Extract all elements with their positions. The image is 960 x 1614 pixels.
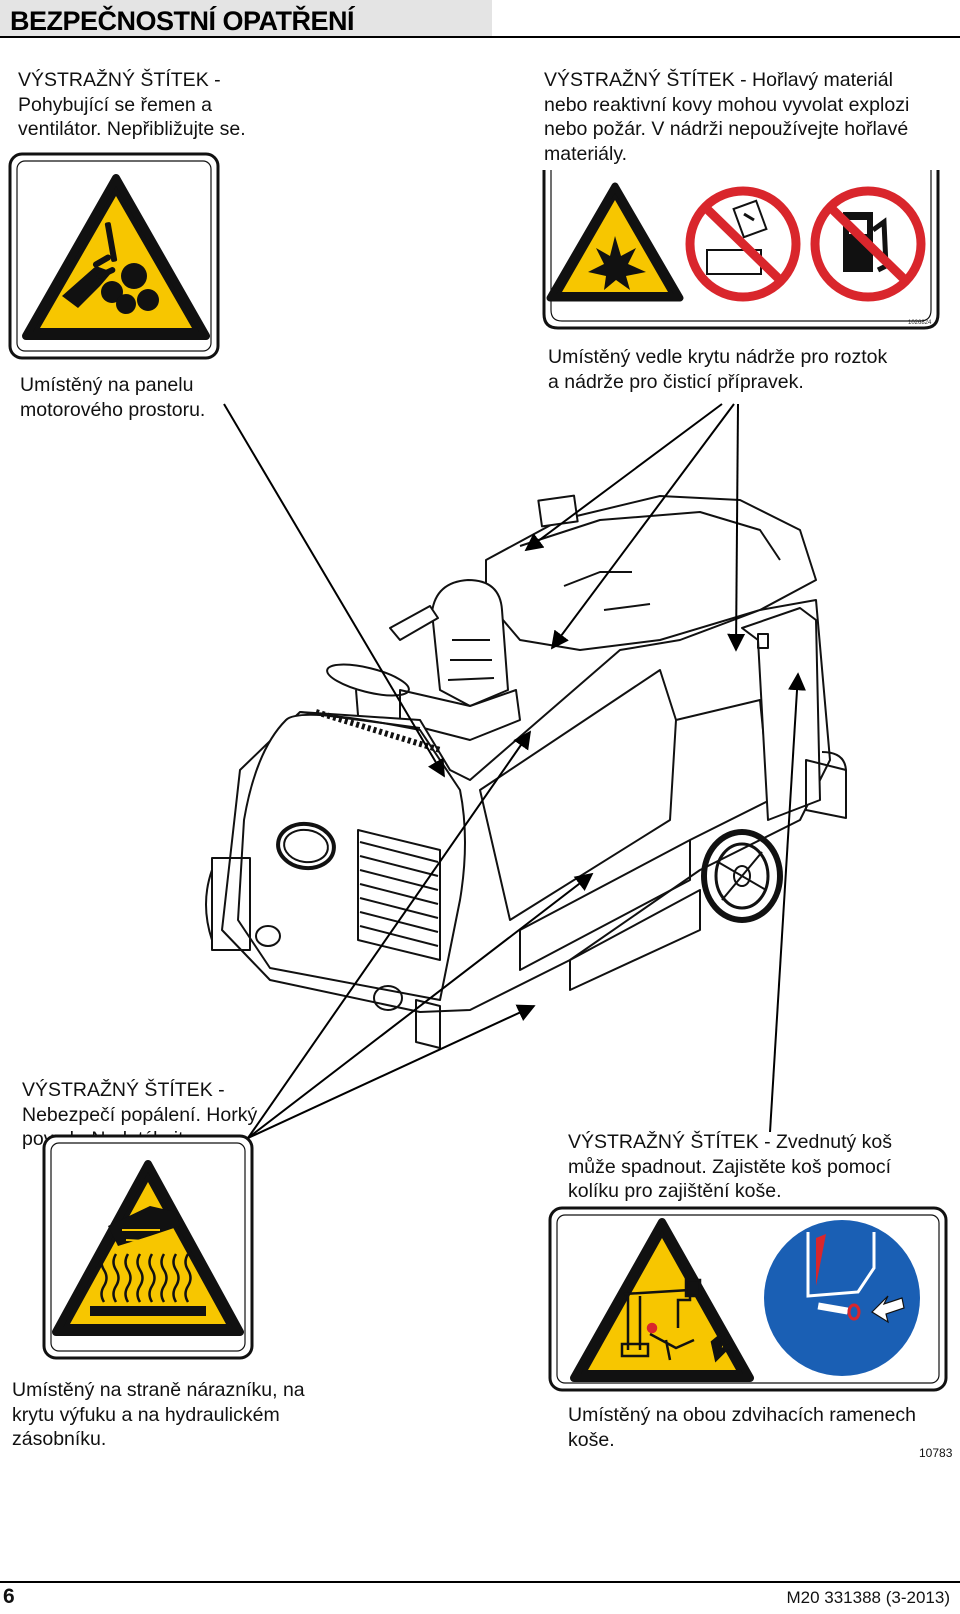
header-rule xyxy=(0,36,960,38)
burn-warning-line: Nebezpečí popálení. Horký xyxy=(22,1103,258,1126)
hopper-warning-text: VÝSTRAŽNÝ ŠTÍTEK - Zvednutý koš může spa… xyxy=(568,1130,892,1204)
sweeper-machine-illustration xyxy=(205,494,847,1049)
hopper-warning-line: může spadnout. Zajistěte koš pomocí xyxy=(568,1155,891,1178)
header-band xyxy=(0,0,492,36)
burn-location-line: zásobníku. xyxy=(12,1428,107,1450)
footer-rule xyxy=(0,1581,960,1583)
flammable-warning-line: nebo reaktivní kovy mohou vyvolat exploz… xyxy=(544,93,910,116)
explosion-warning-icon xyxy=(546,182,684,302)
hopper-location-text: Umístěný na obou zdvihacích ramenech koš… xyxy=(568,1403,916,1452)
belt-location-text: Umístěný na panelu motorového prostoru. xyxy=(20,373,205,422)
warning-triangle-icon xyxy=(570,1218,754,1382)
hopper-location-line: Umístěný na obou zdvihacích ramenech xyxy=(568,1404,916,1426)
raised-hopper-decal xyxy=(548,1206,948,1392)
flammable-location-text: Umístěný vedle krytu nádrže pro roztok a… xyxy=(548,345,887,394)
hopper-location-line: koše. xyxy=(568,1428,615,1451)
flammable-warning-text: VÝSTRAŽNÝ ŠTÍTEK - Hořlavý materiál nebo… xyxy=(544,68,909,166)
hot-surface-hand-icon xyxy=(90,1206,206,1316)
flammable-warning-line: materiály. xyxy=(544,142,628,165)
no-flammable-liquids-icon xyxy=(685,186,801,302)
flammable-warning-line: VÝSTRAŽNÝ ŠTÍTEK - Hořlavý materiál xyxy=(544,69,893,91)
hot-surface-decal xyxy=(42,1134,254,1360)
hopper-warning-line: VÝSTRAŽNÝ ŠTÍTEK - Zvednutý koš xyxy=(568,1131,892,1153)
burn-location-line: krytu výfuku a na hydraulickém xyxy=(12,1403,280,1426)
leader-lines xyxy=(223,403,806,1139)
belt-warning-line: Pohybující se řemen a xyxy=(18,93,213,116)
flammable-warning-line: nebo požár. V nádrži nepoužívejte hořlav… xyxy=(544,118,909,140)
belt-location-line: Umístěný na panelu xyxy=(20,374,194,396)
flammable-location-line: a nádrže pro čisticí přípravek. xyxy=(548,370,804,393)
belt-location-line: motorového prostoru. xyxy=(20,398,206,421)
belt-warning-text: VÝSTRAŽNÝ ŠTÍTEK - Pohybující se řemen a… xyxy=(18,68,246,142)
flammable-decal-code: 1026824 xyxy=(908,320,932,326)
hopper-warning-line: kolíku pro zajištění koše. xyxy=(568,1180,782,1202)
burn-warning-line: VÝSTRAŽNÝ ŠTÍTEK - xyxy=(22,1079,225,1101)
burn-location-line: Umístěný na straně nárazníku, na xyxy=(12,1379,305,1401)
flammable-location-line: Umístěný vedle krytu nádrže pro roztok xyxy=(548,346,888,368)
page-title: BEZPEČNOSTNÍ OPATŘENÍ xyxy=(10,6,355,36)
flammable-decal xyxy=(542,170,940,330)
belt-warning-line: ventilátor. Nepřibližujte se. xyxy=(18,118,246,140)
document-code: M20 331388 (3-2013) xyxy=(786,1588,950,1607)
falling-hopper-person-icon xyxy=(620,1278,733,1363)
burn-location-text: Umístěný na straně nárazníku, na krytu v… xyxy=(12,1378,305,1452)
hopper-lock-pin-icon xyxy=(764,1220,920,1376)
belt-warning-line: VÝSTRAŽNÝ ŠTÍTEK - xyxy=(18,69,221,91)
no-fuel-icon xyxy=(810,186,926,302)
figure-code: 10783 xyxy=(919,1446,953,1460)
belt-fan-decal xyxy=(8,152,220,360)
belt-fan-hand-icon xyxy=(62,222,159,314)
page-number: 6 xyxy=(3,1585,15,1608)
